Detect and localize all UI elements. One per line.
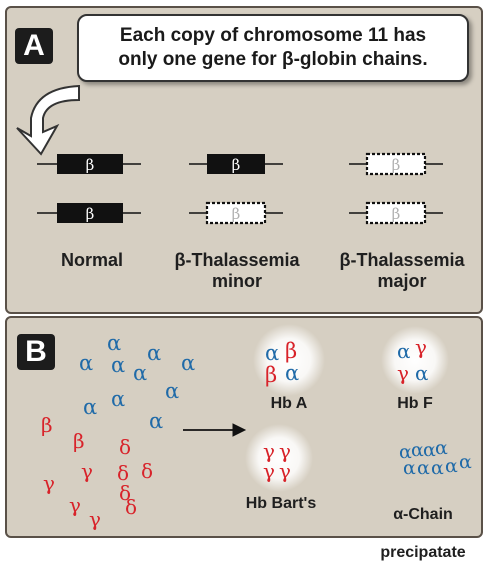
caption-normal: Normal — [60, 250, 123, 270]
alpha-chain: α — [417, 457, 430, 479]
free-other-chains: β β δ γ γ δ δ γ γ δ δ — [41, 413, 153, 531]
callout-arrow — [16, 84, 80, 156]
hb-f-label: Hb F — [397, 395, 433, 412]
hb-barts-molecule: γ γ γ γ — [245, 424, 313, 492]
panel-b-letter: B — [17, 334, 55, 370]
alpha-chain: α — [285, 361, 299, 385]
gamma-chain: γ — [81, 459, 93, 483]
alpha-chain: α — [397, 339, 411, 363]
alpha-precipitate: α α α α α α α α α — [399, 437, 472, 479]
alpha-chain: α — [111, 353, 125, 377]
alpha-chain: α — [411, 439, 424, 461]
delta-chain: δ — [119, 435, 131, 459]
beta-chain: β — [265, 363, 277, 387]
gene-label: β — [86, 156, 95, 174]
alpha-chain: α — [435, 437, 448, 459]
gene-major-bottom — [365, 201, 427, 225]
beta-chain: β — [41, 413, 53, 437]
hb-barts-label: Hb Bart's — [245, 495, 317, 512]
gamma-chain: γ — [279, 439, 291, 463]
callout-line-1: Each copy of chromosome 11 has — [119, 25, 427, 46]
alpha-chain: α — [403, 457, 416, 479]
gamma-chain: γ — [415, 335, 427, 359]
beta-chain: β — [285, 339, 297, 363]
delta-chain: δ — [117, 461, 129, 485]
gene-label-faded: β — [392, 205, 401, 223]
gamma-chain: γ — [43, 471, 55, 495]
gene-label-faded: β — [392, 156, 401, 174]
hb-f-molecule: α γ γ α — [381, 326, 449, 394]
gene-normal-top — [57, 154, 123, 174]
arrow — [183, 423, 247, 437]
caption-major: β-Thalassemia major — [339, 250, 465, 291]
caption-minor: β-Thalassemia minor — [174, 250, 300, 291]
hb-a-label: Hb A — [270, 395, 308, 412]
gene-label: β — [86, 205, 95, 223]
gene-normal-bottom — [57, 203, 123, 223]
callout-line-2: only one gene for β-globin chains. — [118, 49, 428, 70]
alpha-chain: α — [147, 341, 161, 365]
gene-diagram: β β β β β β — [16, 84, 443, 225]
gamma-chain: γ — [263, 439, 275, 463]
gamma-chain: γ — [69, 493, 81, 517]
delta-chain: δ — [119, 481, 131, 505]
genotype-major: β β — [349, 152, 443, 225]
alpha-chain: α — [111, 387, 125, 411]
delta-chain: δ — [125, 495, 137, 519]
panel-a-letter: A — [15, 28, 53, 64]
alpha-chain: α — [181, 351, 195, 375]
gamma-chain: γ — [263, 459, 275, 483]
chain-diagram: α α α α α α α α α α β β δ γ γ δ δ γ γ δ … — [41, 324, 472, 531]
alpha-chain: α — [107, 331, 121, 355]
beta-chain: β — [73, 429, 85, 453]
alpha-chain: α — [423, 439, 436, 461]
free-alpha-chains: α α α α α α α α α α — [79, 331, 195, 433]
alpha-precipitate-label: α-Chain precipatate — [367, 486, 479, 581]
callout-box: Each copy of chromosome 11 has only one … — [77, 14, 469, 82]
gamma-chain: γ — [279, 459, 291, 483]
panel-a: A Each copy of chromosome 11 has only on… — [5, 6, 483, 314]
alpha-chain: α — [431, 457, 444, 479]
alpha-chain: α — [133, 361, 147, 385]
precipitate-line-1: α-Chain — [393, 506, 453, 523]
gene-minor-top — [207, 154, 265, 174]
gene-minor-bottom — [205, 201, 267, 225]
gamma-chain: γ — [397, 361, 409, 385]
alpha-chain: α — [149, 409, 163, 433]
alpha-chain: α — [445, 455, 458, 477]
hb-a-molecule: α β β α — [253, 324, 325, 396]
alpha-chain: α — [265, 341, 279, 365]
alpha-chain: α — [399, 441, 412, 463]
delta-chain: δ — [141, 459, 153, 483]
alpha-chain: α — [165, 379, 179, 403]
genotype-minor: β β — [189, 154, 283, 225]
panel-b: B α α α α α α α α α α β β δ γ — [5, 316, 483, 561]
genotype-normal: β β — [37, 154, 141, 223]
alpha-chain: α — [79, 351, 93, 375]
alpha-chain: α — [415, 361, 429, 385]
precipitate-line-2: precipatate — [380, 544, 466, 561]
gene-label: β — [232, 156, 241, 174]
gene-label-faded: β — [232, 205, 241, 223]
alpha-chain: α — [459, 451, 472, 473]
alpha-chain: α — [83, 395, 97, 419]
gamma-chain: γ — [89, 507, 101, 531]
gene-major-top — [365, 152, 427, 176]
